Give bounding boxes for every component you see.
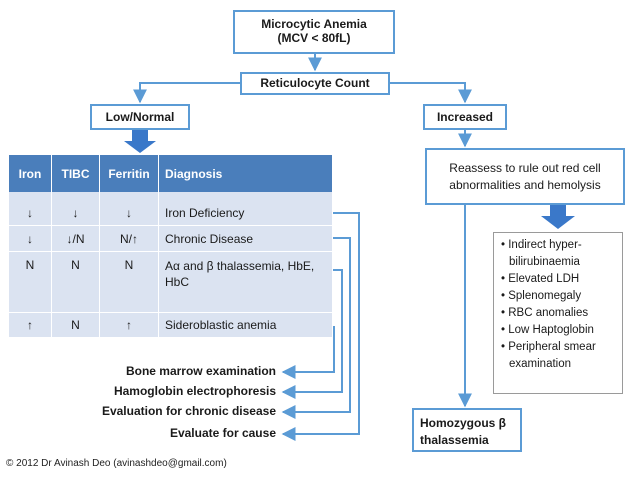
list-item: • Elevated LDH (501, 273, 580, 285)
tibc-cell: N (51, 311, 100, 337)
list-item: • Peripheral smear examination (501, 341, 596, 370)
reassess-line-1: Reassess to rule out red cell (449, 161, 601, 175)
reticulocyte-label: Reticulocyte Count (260, 76, 370, 90)
diagnosis-cell: Sideroblastic anemia (158, 311, 333, 337)
tibc-cell: ↓/N (51, 224, 100, 251)
diagnosis-table: Iron TIBC Ferritin Diagnosis ↓ ↓ ↓ Iron … (9, 155, 333, 337)
finding-text: Elevated LDH (508, 273, 580, 285)
list-item: • Indirect hyper-bilirubinaemia (501, 239, 582, 268)
col-header-ferritin: Ferritin (99, 155, 159, 192)
table-row: ↑ N ↑ Sideroblastic anemia (9, 311, 333, 337)
action-evaluate-cause: Evaluate for cause (169, 426, 276, 440)
action-hb-electrophoresis: Hamoglobin electrophoresis (113, 384, 276, 398)
microcytic-title: Microcytic Anemia (261, 17, 367, 31)
finding-text: Indirect hyper-bilirubinaemia (508, 239, 582, 268)
table-row: N N N Aα and β thalassemia, HbE, HbC (9, 250, 333, 312)
homozygous-line-1: Homozygous β (420, 416, 506, 430)
iron-cell: ↑ (9, 311, 52, 337)
finding-text: Low Haptoglobin (508, 324, 594, 336)
list-item: • RBC anomalies (501, 307, 589, 319)
iron-cell: ↓ (9, 224, 52, 251)
diagnosis-cell: Iron Deficiency (158, 192, 333, 225)
tibc-cell: ↓ (51, 192, 100, 225)
ferritin-cell: N (99, 250, 159, 312)
down-block-arrow-right (541, 205, 575, 229)
finding-text: RBC anomalies (508, 307, 589, 319)
down-block-arrow-left (124, 130, 156, 153)
col-header-diagnosis: Diagnosis (158, 155, 333, 192)
diagnosis-cell: Chronic Disease (158, 224, 333, 251)
list-item: • Low Haptoglobin (501, 324, 594, 336)
low-normal-label: Low/Normal (105, 110, 175, 124)
table-header-row: Iron TIBC Ferritin Diagnosis (9, 155, 333, 192)
reassess-box: Reassess to rule out red cell abnormalit… (425, 148, 625, 205)
diagnosis-cell: Aα and β thalassemia, HbE, HbC (158, 250, 333, 312)
col-header-tibc: TIBC (51, 155, 100, 192)
finding-text: Splenomegaly (508, 290, 582, 302)
increased-label: Increased (436, 110, 494, 124)
copyright-footer: © 2012 Dr Avinash Deo (avinashdeo@gmail.… (6, 458, 227, 469)
action-bone-marrow: Bone marrow examination (125, 364, 276, 378)
table-row: ↓ ↓/N N/↑ Chronic Disease (9, 224, 333, 251)
homozygous-box: Homozygous β thalassemia (412, 408, 522, 452)
findings-list: • Indirect hyper-bilirubinaemia • Elevat… (493, 232, 623, 394)
ferritin-cell: N/↑ (99, 224, 159, 251)
action-chronic-disease: Evaluation for chronic disease (101, 404, 276, 418)
ferritin-cell: ↑ (99, 311, 159, 337)
col-header-iron: Iron (9, 155, 52, 192)
finding-text: Peripheral smear examination (508, 341, 596, 370)
increased-box: Increased (423, 104, 507, 130)
mcv-threshold: (MCV < 80fL) (277, 31, 351, 45)
list-item: • Splenomegaly (501, 290, 582, 302)
tibc-cell: N (51, 250, 100, 312)
homozygous-line-2: thalassemia (420, 433, 489, 447)
reassess-line-2: abnormalities and hemolysis (449, 178, 601, 192)
reticulocyte-count-box: Reticulocyte Count (240, 72, 390, 95)
table-row: ↓ ↓ ↓ Iron Deficiency (9, 192, 333, 225)
ferritin-cell: ↓ (99, 192, 159, 225)
iron-cell: N (9, 250, 52, 312)
low-normal-box: Low/Normal (90, 104, 190, 130)
iron-cell: ↓ (9, 192, 52, 225)
microcytic-anemia-box: Microcytic Anemia (MCV < 80fL) (233, 10, 395, 54)
